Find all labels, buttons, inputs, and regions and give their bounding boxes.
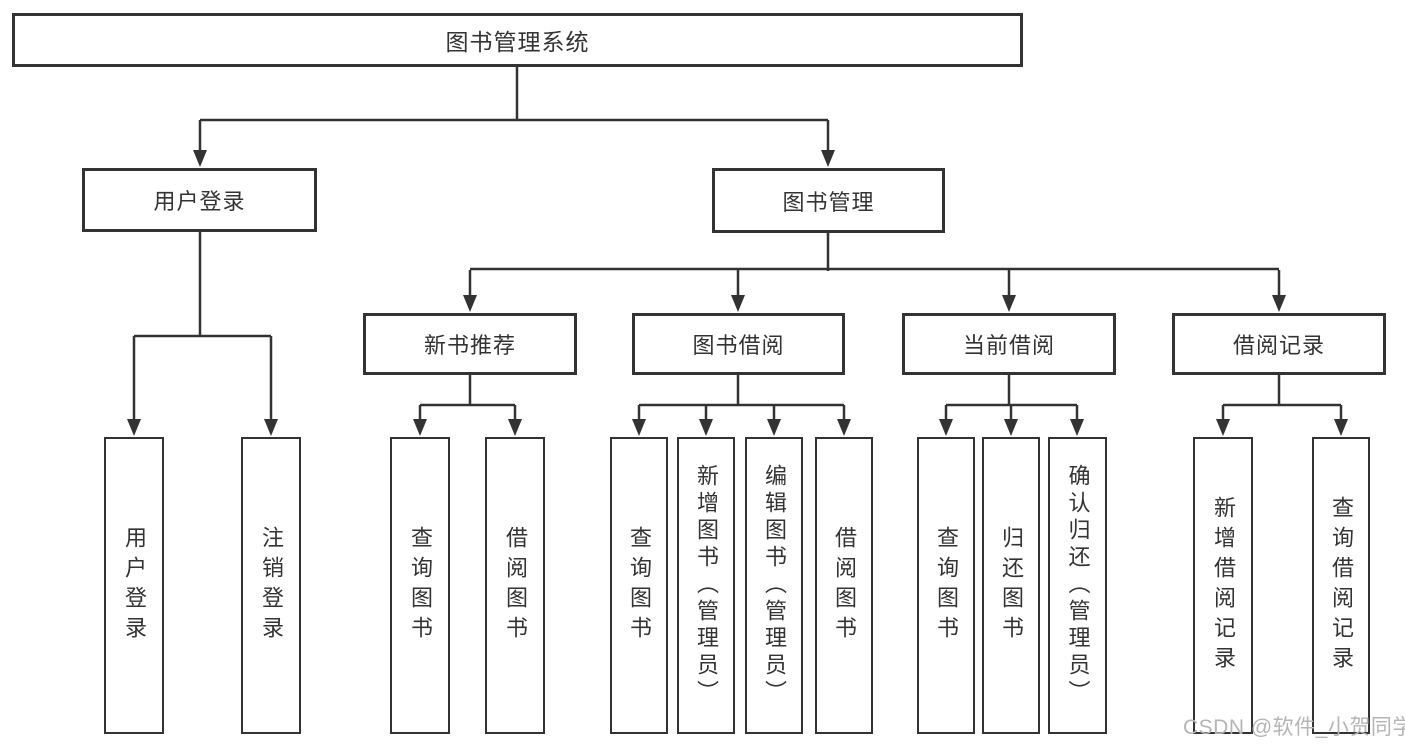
node-root: 图书管理系统 [12,13,1023,67]
leaf-return-book: 归还图书 [982,437,1040,734]
leaf-logout: 注销登录 [241,437,301,734]
leaf-query-borrow-record: 查询借阅记录 [1312,437,1370,734]
leaf-add-borrow-record: 新增借阅记录 [1193,437,1253,734]
node-book-borrow: 图书借阅 [632,313,845,375]
leaf-edit-book-admin: 编辑图书（管理员） [745,437,803,734]
connector-paths [134,67,1341,407]
leaf-query-books-borrow: 查询图书 [610,437,668,734]
leaf-user-login: 用户登录 [104,437,164,734]
leaf-add-book-admin: 新增图书（管理员） [677,437,735,734]
leaf-borrow-books-recommend: 借阅图书 [485,437,545,734]
node-new-book-recommend: 新书推荐 [363,313,577,375]
watermark: CSDN @软件_小贺同学 [1183,716,1405,739]
leaf-confirm-return-admin: 确认归还（管理员） [1048,437,1107,734]
node-borrow-records: 借阅记录 [1172,313,1386,375]
leaf-query-books-current: 查询图书 [917,437,975,734]
node-current-borrow: 当前借阅 [902,313,1116,375]
node-user-login: 用户登录 [82,168,317,232]
node-book-management: 图书管理 [712,168,945,233]
leaf-query-books-recommend: 查询图书 [390,437,450,734]
leaf-borrow-books: 借阅图书 [815,437,873,734]
arrowheads [127,120,1348,436]
